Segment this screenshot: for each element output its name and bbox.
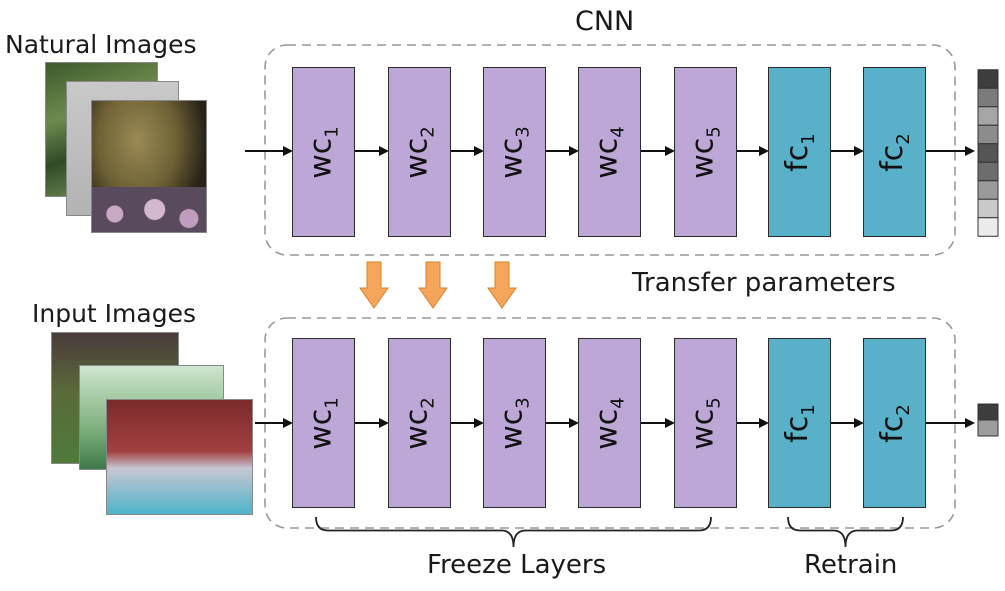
layer-label-base: fc (874, 415, 910, 443)
bottom-cnn-dashed-box (264, 317, 956, 529)
top-output-vector-cell (977, 217, 999, 237)
layer-label-base: wc (589, 408, 625, 450)
layer-label-base: wc (399, 137, 435, 179)
retrain-label: Retrain (804, 550, 898, 580)
natural-images-label: Natural Images (5, 30, 197, 59)
top-output-vector-cell (977, 161, 999, 182)
layer-label-subscript: 3 (512, 396, 534, 409)
layer-label-base: wc (685, 408, 721, 450)
bottom-layer-wc1: wc1 (292, 338, 355, 508)
layer-label-base: fc (779, 144, 815, 172)
top-layer-wc2: wc2 (388, 67, 451, 237)
cnn-label: CNN (575, 6, 635, 37)
layer-label-subscript: 1 (321, 125, 343, 138)
layer-label: wc4 (590, 397, 629, 449)
layer-label-base: wc (494, 408, 530, 450)
layer-label: fc2 (875, 133, 914, 172)
layer-label-subscript: 1 (797, 132, 819, 145)
top-layer-wc5: wc5 (674, 67, 737, 237)
transfer-arrow (418, 261, 448, 309)
layer-label-base: wc (494, 137, 530, 179)
layer-label: wc1 (304, 397, 343, 449)
top-layer-fc1: fc1 (768, 67, 831, 237)
retrain-brace (787, 516, 904, 548)
layer-label-base: wc (303, 408, 339, 450)
bottom-layer-fc2: fc2 (863, 338, 926, 508)
layer-label-base: fc (874, 144, 910, 172)
input-image-gymnast (106, 399, 253, 515)
top-layer-fc2: fc2 (863, 67, 926, 237)
layer-label: wc1 (304, 126, 343, 178)
top-layer-wc4: wc4 (578, 67, 641, 237)
transfer-arrow (487, 261, 517, 309)
bottom-layer-fc1: fc1 (768, 338, 831, 508)
layer-label-base: fc (779, 415, 815, 443)
layer-label: wc5 (686, 126, 725, 178)
layer-label-subscript: 4 (607, 396, 629, 409)
natural-image-fish-coral (91, 100, 207, 233)
layer-label: wc2 (400, 397, 439, 449)
layer-label-subscript: 2 (417, 396, 439, 409)
layer-label-subscript: 4 (607, 125, 629, 138)
layer-label-subscript: 5 (703, 125, 725, 138)
bottom-layer-wc5: wc5 (674, 338, 737, 508)
layer-label-subscript: 5 (703, 396, 725, 409)
layer-label: wc3 (495, 126, 534, 178)
layer-label-base: wc (589, 137, 625, 179)
transfer-arrow (359, 261, 389, 309)
layer-label: fc2 (875, 404, 914, 443)
layer-label-subscript: 3 (512, 125, 534, 138)
layer-label: fc1 (780, 133, 819, 172)
transfer-parameters-label: Transfer parameters (632, 268, 896, 298)
layer-label-subscript: 2 (892, 132, 914, 145)
layer-label: wc5 (686, 397, 725, 449)
layer-label: wc3 (495, 397, 534, 449)
coral-patch (92, 187, 206, 232)
bottom-layer-wc2: wc2 (388, 338, 451, 508)
top-cnn-dashed-box (264, 44, 956, 256)
top-output-vector-cell (977, 106, 999, 126)
layer-label: wc4 (590, 126, 629, 178)
top-output-vector-cell (977, 198, 999, 219)
freeze-layers-brace (315, 516, 712, 548)
top-output-vector-cell (977, 124, 999, 145)
input-images-label: Input Images (32, 299, 197, 328)
bottom-output-vector-cell (977, 419, 999, 437)
bottom-layer-wc4: wc4 (578, 338, 641, 508)
top-output-vector-cell (977, 69, 999, 89)
bottom-layer-wc3: wc3 (483, 338, 546, 508)
layer-label-subscript: 2 (892, 403, 914, 416)
layer-label: fc1 (780, 404, 819, 443)
layer-label: wc2 (400, 126, 439, 178)
top-output-vector-cell (977, 180, 999, 200)
top-output-vector-cell (977, 87, 999, 108)
top-layer-wc1: wc1 (292, 67, 355, 237)
layer-label-subscript: 1 (321, 396, 343, 409)
top-output-vector-cell (977, 143, 999, 163)
layer-label-base: wc (685, 137, 721, 179)
layer-label-base: wc (399, 408, 435, 450)
layer-label-subscript: 2 (417, 125, 439, 138)
freeze-layers-label: Freeze Layers (427, 550, 607, 580)
layer-label-subscript: 1 (797, 403, 819, 416)
top-layer-wc3: wc3 (483, 67, 546, 237)
layer-label-base: wc (303, 137, 339, 179)
bottom-output-vector-cell (977, 403, 999, 421)
